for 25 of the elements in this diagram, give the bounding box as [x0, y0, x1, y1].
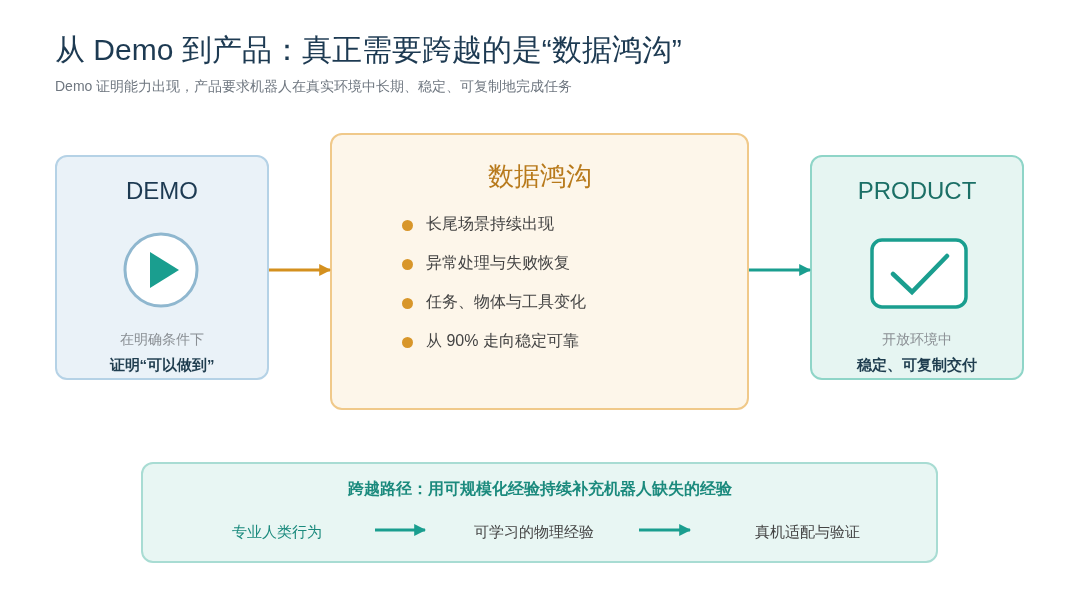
step-label: 专业人类行为	[177, 520, 377, 544]
card-text: 开放环境中	[881, 331, 953, 349]
arrow	[375, 524, 427, 536]
arrow	[749, 264, 812, 276]
title: 从 Demo 到产品：真正需要跨越的是“数据鸿沟”	[55, 32, 682, 68]
arrow	[639, 524, 692, 536]
bullet-item: 任务、物体与工具变化	[402, 292, 586, 313]
bullet-item: 异常处理与失败恢复	[402, 253, 570, 274]
arrow	[269, 264, 332, 276]
card-text: 稳定、可复制交付	[855, 356, 978, 375]
card-heading: DEMO	[125, 177, 199, 205]
card-text: 证明“可以做到”	[108, 356, 216, 375]
path-panel	[141, 462, 938, 563]
gap-card	[330, 133, 749, 410]
card-heading: PRODUCT	[856, 177, 978, 205]
subtitle: Demo 证明能力出现，产品要求机器人在真实环境中长期、稳定、可复制地完成任务	[55, 78, 573, 96]
demo-card	[55, 155, 269, 380]
bullet-item: 从 90% 走向稳定可靠	[402, 331, 579, 352]
card-heading: 数据鸿沟	[486, 160, 593, 193]
bullet-item: 长尾场景持续出现	[402, 214, 554, 235]
panel-heading: 跨越路径：用可规模化经验持续补充机器人缺失的经验	[346, 479, 733, 499]
product-card	[810, 155, 1024, 380]
card-text: 在明确条件下	[119, 331, 205, 349]
step-label: 真机适配与验证	[692, 520, 922, 544]
step-label: 可学习的物理经验	[427, 520, 641, 544]
